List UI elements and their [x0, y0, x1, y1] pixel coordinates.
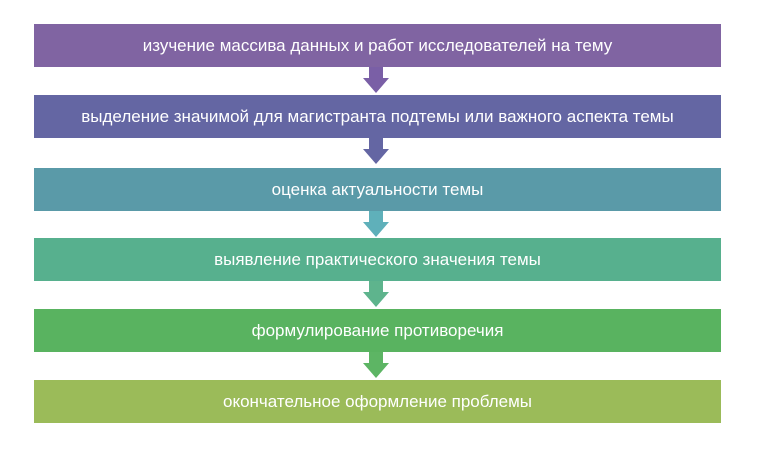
down-arrow-icon — [363, 352, 389, 378]
down-arrow-icon — [363, 211, 389, 237]
step-3-label: оценка актуальности темы — [271, 180, 484, 199]
step-4-box: выявление практического значения темы — [34, 238, 721, 281]
arrow-4-shape — [363, 281, 389, 307]
arrow-5-shape — [363, 352, 389, 378]
step-6-box: окончательное оформление проблемы — [34, 380, 721, 423]
step-4-label: выявление практического значения темы — [214, 250, 541, 269]
step-5-label: формулирование противоречия — [251, 321, 504, 340]
down-arrow-icon — [363, 138, 389, 164]
step-6-label: окончательное оформление проблемы — [223, 392, 532, 411]
step-5-box: формулирование противоречия — [34, 309, 721, 352]
step-2-box: выделение значимой для магистранта подте… — [34, 95, 721, 138]
arrow-3-shape — [363, 211, 389, 237]
step-1-box: изучение массива данных и работ исследов… — [34, 24, 721, 67]
step-2-label: выделение значимой для магистранта подте… — [81, 107, 674, 126]
step-3-box: оценка актуальности темы — [34, 168, 721, 211]
arrow-2-shape — [363, 138, 389, 164]
down-arrow-icon — [363, 281, 389, 307]
step-1-label: изучение массива данных и работ исследов… — [142, 36, 613, 55]
arrow-1-shape — [363, 67, 389, 93]
down-arrow-icon — [363, 67, 389, 93]
